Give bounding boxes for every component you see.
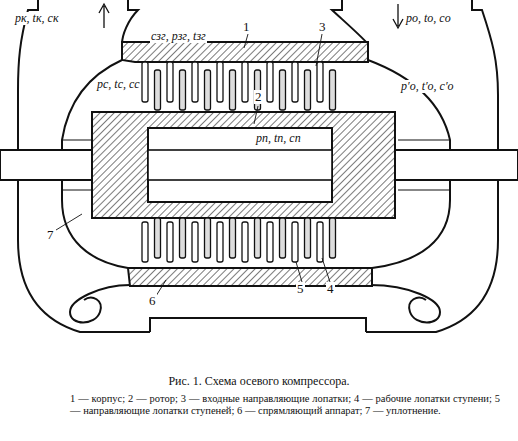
guide-blade [317, 62, 323, 102]
leader-line [244, 34, 248, 48]
callout-number: 6 [148, 294, 157, 308]
guide-blade [317, 222, 323, 262]
guide-blade [142, 62, 148, 102]
rotor-blade [330, 218, 336, 258]
guide-blade [242, 62, 248, 102]
callout-number: 4 [326, 282, 335, 296]
guide-blade [167, 62, 173, 102]
leader-line [56, 214, 82, 230]
blade-rows [142, 62, 336, 262]
rotor-blade [305, 218, 311, 258]
callout-number: 5 [296, 282, 305, 296]
guide-blade [192, 222, 198, 262]
rotor-blade [305, 70, 311, 110]
guide-blade [142, 222, 148, 262]
shaft [0, 150, 518, 180]
rotor-blade [180, 218, 186, 258]
guide-blade [292, 62, 298, 102]
flow-arrow [99, 4, 109, 28]
leader-line [296, 262, 302, 282]
flow-arrow [393, 4, 403, 28]
rotor-blade [330, 70, 336, 110]
rotor-blade [155, 218, 161, 258]
guide-blade [242, 222, 248, 262]
rotor-blade [230, 70, 236, 110]
pipe-inner-right [332, 0, 368, 44]
rotor-blade [155, 70, 161, 110]
flow-label: pп, tп, cп [255, 132, 302, 145]
guide-blade [217, 222, 223, 262]
flow-label: pо, tо, cо [405, 12, 452, 25]
rotor-drum [92, 112, 395, 218]
rotor-blade [255, 218, 261, 258]
shaft-inner [148, 150, 332, 180]
flow-label: p′о, t′о, c′о [400, 80, 455, 93]
rotor-blade [280, 70, 286, 110]
rotor-blade [205, 70, 211, 110]
leader-line [322, 258, 330, 282]
leader-line [316, 34, 322, 66]
pipe-inner-left [122, 0, 138, 44]
callout-number: 1 [242, 20, 251, 34]
volute-left [70, 285, 130, 323]
leader-line [254, 106, 258, 124]
seal [62, 140, 450, 190]
leader-line [156, 280, 166, 296]
rotor-blade [205, 218, 211, 258]
guide-blade [217, 62, 223, 102]
figure-caption: Рис. 1. Схема осевого компрессора. [0, 374, 518, 389]
rotor-blade [280, 218, 286, 258]
callout-number: 2 [254, 90, 263, 104]
guide-blade [267, 222, 273, 262]
casing-bottom [128, 268, 372, 286]
seal-lines [62, 140, 450, 190]
guide-blade [267, 62, 273, 102]
callout-number: 7 [46, 228, 55, 242]
guide-blade [292, 222, 298, 262]
rotor-blade [230, 218, 236, 258]
guide-blade [167, 222, 173, 262]
leader-lines [56, 34, 330, 296]
rotor-blade [180, 70, 186, 110]
volute-right [370, 285, 440, 323]
flow-label: pк, tк, cк [14, 12, 60, 25]
flow-label: cзг, pзг, tзг [150, 30, 207, 43]
flow-label: pс, tс, cс [96, 78, 141, 91]
housing-bottom [150, 318, 366, 332]
legend-text: 1 — корпус; 2 — ротор; 3 — входные напра… [70, 393, 500, 416]
rotor-hollow [148, 128, 332, 202]
callout-number: 3 [318, 20, 327, 34]
guide-blade [192, 62, 198, 102]
